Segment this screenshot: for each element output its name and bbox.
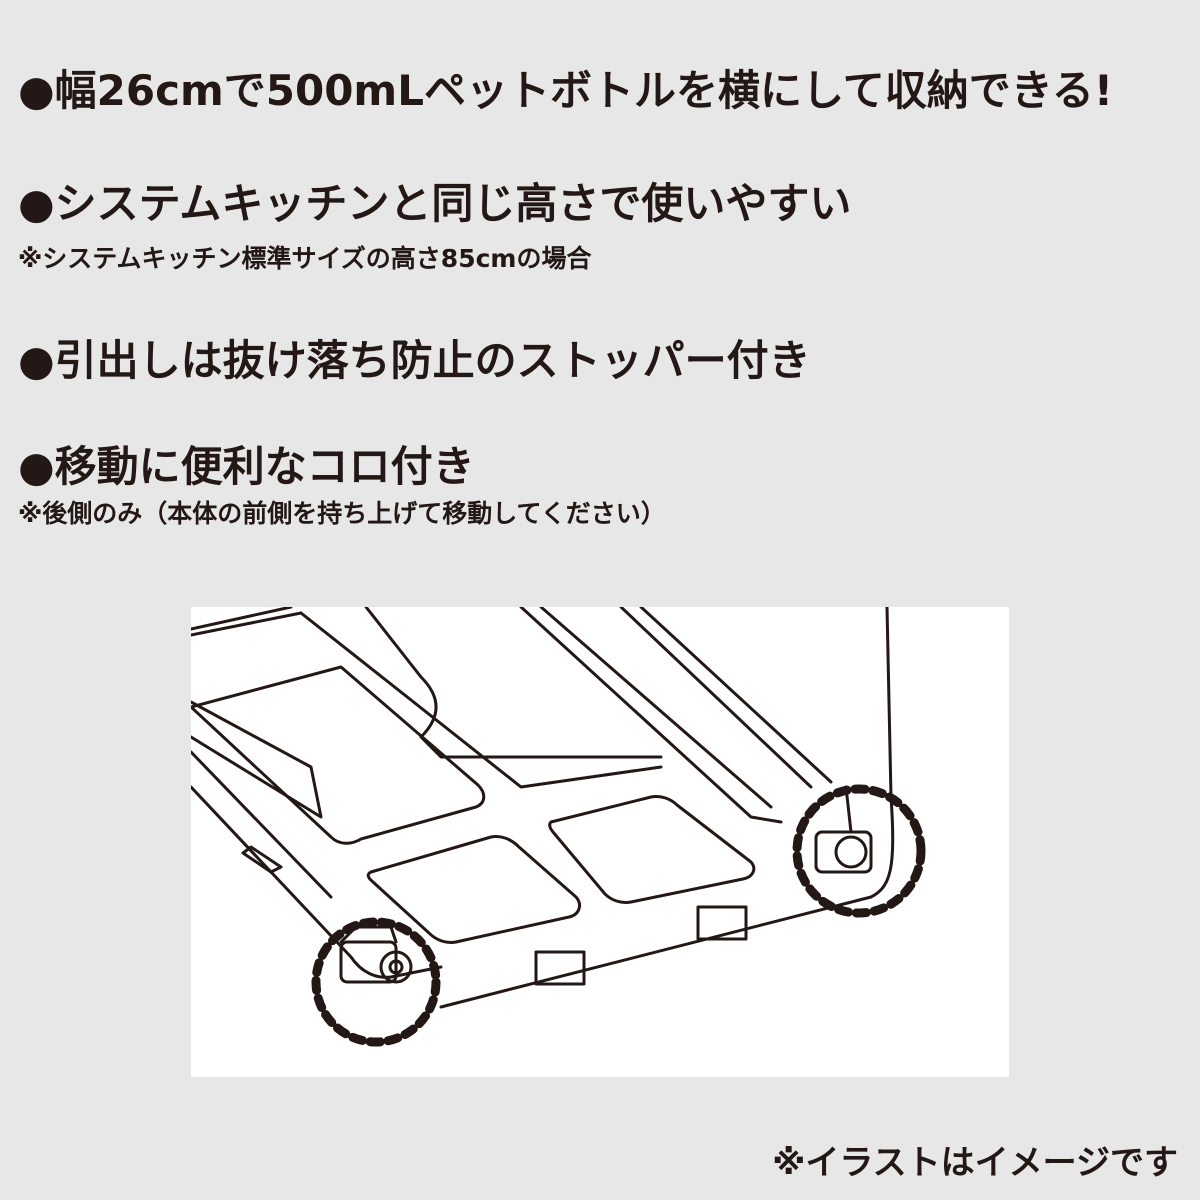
note-kitchen-height: ※システムキッチン標準サイズの高さ85cmの場合	[18, 244, 592, 273]
base-front-edge	[191, 700, 323, 819]
right-caster-highlight	[792, 784, 926, 918]
underside-ridge-3	[519, 607, 783, 824]
right-rail-2	[639, 607, 833, 784]
feature-drawer-stopper: ●引出しは抜け落ち防止のストッパー付き	[18, 336, 811, 385]
underside-ridge-1	[299, 611, 663, 789]
base-tab-2	[696, 905, 748, 941]
caster-illustration	[191, 607, 1009, 1077]
feature-storage-width: ●幅26cmで500mLペットボトルを横にして収納できる!	[18, 66, 1114, 115]
note-casters: ※後側のみ（本体の前側を持ち上げて移動してください）	[18, 499, 666, 528]
base-tab-1	[534, 950, 586, 986]
cabinet-top-edge	[191, 607, 293, 631]
base-outline-inner	[191, 750, 333, 899]
right-rail-1	[619, 607, 813, 789]
illustration-footnote: ※イラストはイメージです	[772, 1143, 1178, 1183]
base-outline-outer	[191, 785, 443, 979]
panel-top-left	[191, 665, 486, 845]
left-caster	[339, 925, 413, 984]
base-slot	[241, 845, 283, 874]
left-caster-highlight	[311, 917, 441, 1047]
underside-ridge-4	[539, 607, 773, 809]
panel-right	[548, 795, 756, 904]
feature-kitchen-height: ●システムキッチンと同じ高さで使いやすい	[18, 179, 852, 228]
underside-ridge-2	[364, 607, 663, 759]
panel-center	[366, 835, 581, 944]
cabinet-right-edge	[439, 607, 895, 1009]
cabinet-inner-ridge-1	[191, 611, 303, 637]
feature-casters: ●移動に便利なコロ付き	[18, 442, 475, 491]
